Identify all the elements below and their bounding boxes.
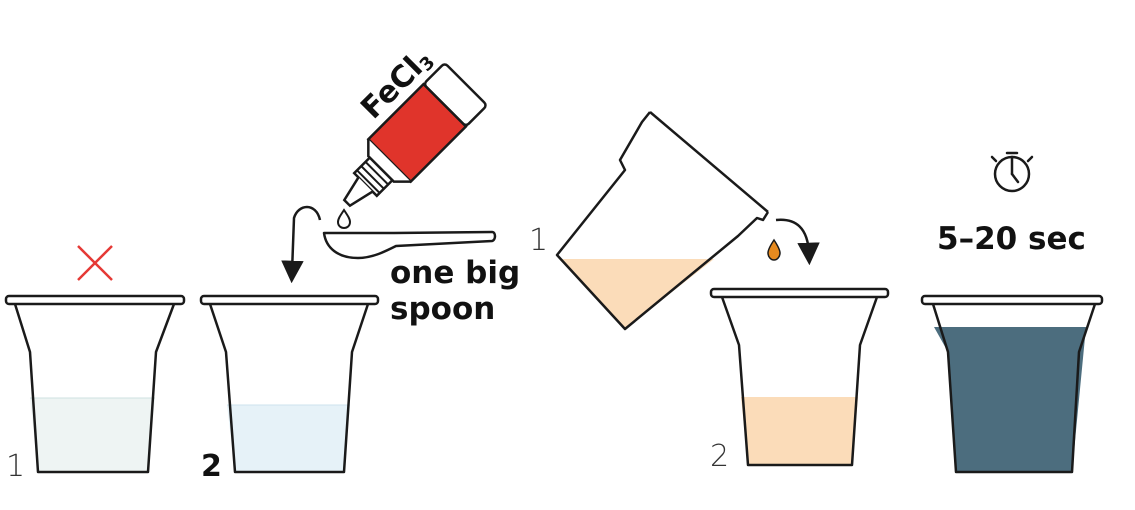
cup-result (920, 294, 1104, 474)
cup-2 (199, 294, 380, 474)
cup-result-liquid (934, 327, 1086, 472)
reagent-bottle-icon (342, 63, 487, 208)
reagent-drop-icon (336, 208, 352, 230)
spoon-icon (322, 230, 497, 260)
spoon-caption-line1: one big (390, 255, 521, 291)
cup-2-label: 2 (201, 449, 222, 484)
drop-icon (767, 238, 781, 261)
cup-1-liquid (30, 398, 155, 472)
stopwatch-icon (990, 151, 1034, 193)
cup-2-liquid (227, 405, 350, 472)
timer-duration: 5–20 sec (937, 221, 1086, 257)
pouring-beaker (555, 111, 770, 331)
pour-target-label: 2 (710, 439, 730, 474)
cup-1 (4, 294, 186, 474)
beaker-peach-liquid (561, 259, 714, 329)
cup-peach (709, 287, 890, 467)
pour-arrow-icon (775, 218, 820, 266)
spoon-caption-line2: spoon (390, 291, 496, 327)
pour-source-label: 1 (529, 223, 549, 258)
cup-1-label: 1 (6, 449, 26, 484)
cup-peach-liquid (741, 397, 858, 465)
curved-arrow-icon (281, 205, 322, 284)
reject-cross-icon (77, 245, 113, 281)
